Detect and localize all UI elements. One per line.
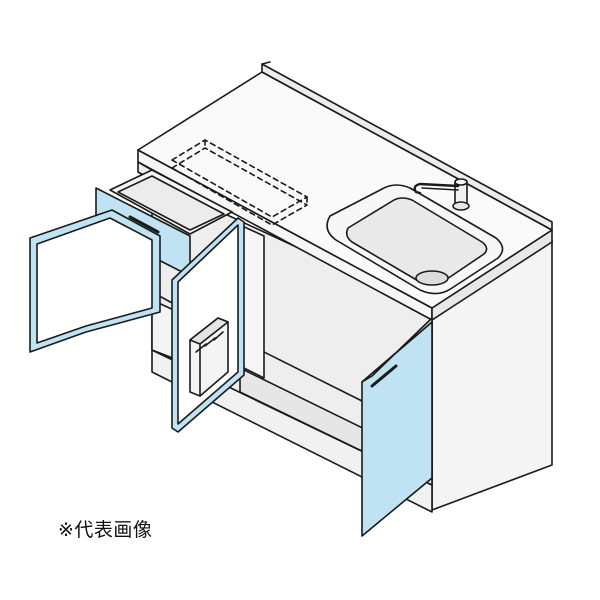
- representative-image-note: ※代表画像: [58, 519, 153, 541]
- sink-basin: [326, 184, 504, 295]
- faucet-icon: [413, 178, 470, 211]
- knife-holder-icon: [189, 317, 229, 397]
- right-door[interactable]: [361, 317, 433, 537]
- backsplash: [261, 63, 553, 231]
- left-door[interactable]: [29, 209, 161, 353]
- drawer-inner: [117, 175, 225, 231]
- sink-drain: [415, 270, 449, 286]
- drawer-handle[interactable]: [128, 215, 160, 234]
- cooktop-outline: [171, 139, 308, 226]
- right-door-handle[interactable]: [370, 364, 398, 388]
